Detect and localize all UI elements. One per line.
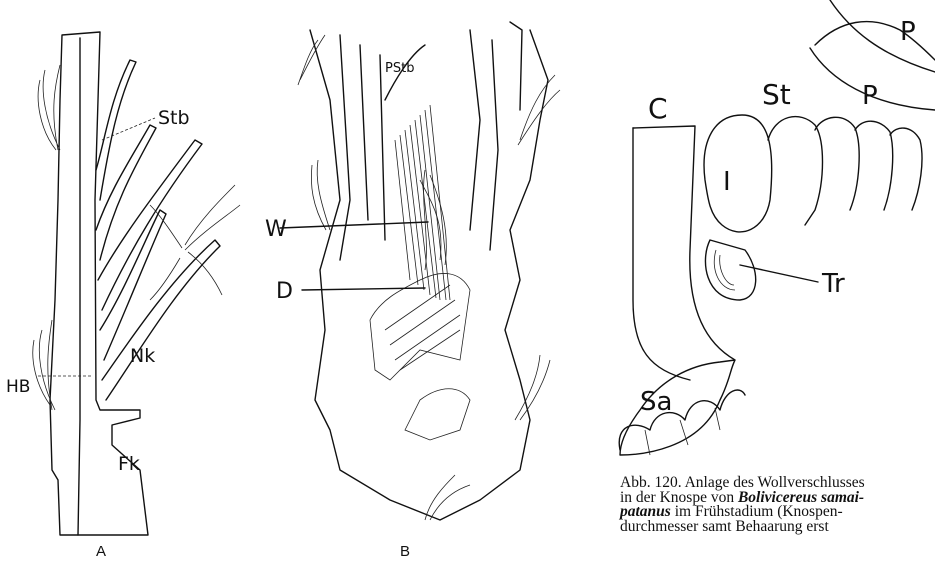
label-p1: P bbox=[900, 17, 916, 47]
label-pstb: PStb bbox=[385, 61, 414, 76]
label-c: C bbox=[648, 92, 668, 125]
label-stb: Stb bbox=[158, 107, 190, 129]
wool-mass bbox=[370, 105, 470, 440]
panel-b-drawing: PStb W D B bbox=[265, 22, 560, 560]
panel-label-b: B bbox=[400, 543, 410, 560]
panel-label-a: A bbox=[96, 543, 106, 560]
label-w: W bbox=[265, 217, 287, 242]
label-p2: P bbox=[862, 81, 878, 111]
label-sa: Sa bbox=[640, 387, 672, 417]
label-fk: Fk bbox=[118, 453, 140, 475]
label-hb: HB bbox=[6, 377, 30, 397]
figure-caption: Abb. 120. Anlage des Wollverschlusses in… bbox=[620, 476, 932, 534]
panel-a-drawing: Stb Nk HB Fk A bbox=[6, 32, 240, 560]
label-d: D bbox=[276, 279, 293, 304]
label-st: St bbox=[762, 78, 791, 111]
label-nk: Nk bbox=[130, 345, 155, 367]
panel-c-drawing: C St P P I Tr Sa bbox=[619, 0, 935, 455]
label-i: I bbox=[723, 167, 731, 197]
caption-line-4: durchmesser samt Behaarung erst bbox=[620, 520, 932, 535]
label-tr: Tr bbox=[821, 269, 845, 299]
